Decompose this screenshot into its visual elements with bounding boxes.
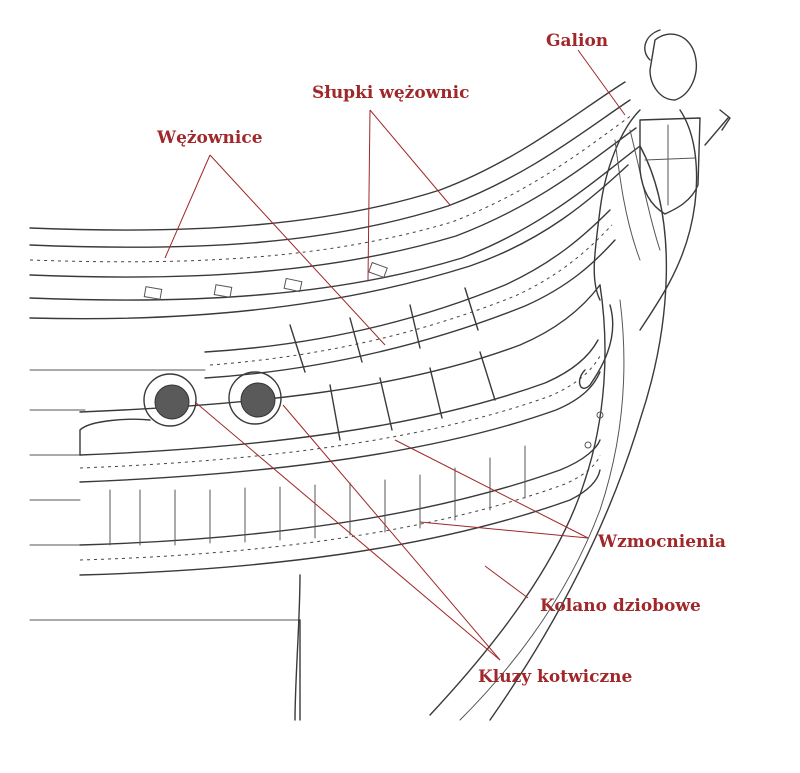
leader-wezownice-2 — [209, 154, 386, 346]
hull-drawing — [29, 29, 731, 721]
leader-slupki-2 — [367, 109, 371, 281]
bottom-rail-rope — [79, 454, 601, 561]
labels: Galion Słupki wężownic Wężownice Wzmocni… — [156, 31, 726, 687]
leader-kluzy-1 — [194, 401, 501, 661]
upper-rail-rope — [29, 114, 633, 263]
hawse-hole-left — [143, 373, 197, 427]
figurehead — [578, 29, 731, 389]
hawse-hole-right — [228, 371, 282, 425]
label-slupki-wezownic: Słupki wężownic — [312, 83, 469, 103]
label-galion: Galion — [546, 31, 608, 51]
label-wzmocnienia: Wzmocnienia — [597, 532, 726, 552]
leader-kluzy-2 — [282, 404, 501, 661]
leader-galion — [577, 49, 626, 116]
bow-stem — [429, 284, 606, 716]
label-wezownice: Wężownice — [156, 128, 263, 148]
middle-rail-rope — [209, 224, 613, 366]
leader-wzmocnienia-1 — [394, 439, 589, 539]
label-kluzy-kotwiczne: Kluzy kotwiczne — [478, 667, 632, 687]
leader-wezownice-1 — [164, 154, 211, 259]
leader-lines — [164, 49, 626, 661]
leader-wzmocnienia-2 — [419, 521, 589, 539]
leader-kolano — [484, 565, 529, 599]
leader-slupki-1 — [369, 109, 451, 206]
label-kolano-dziobowe: Kolano dziobowe — [540, 596, 701, 616]
